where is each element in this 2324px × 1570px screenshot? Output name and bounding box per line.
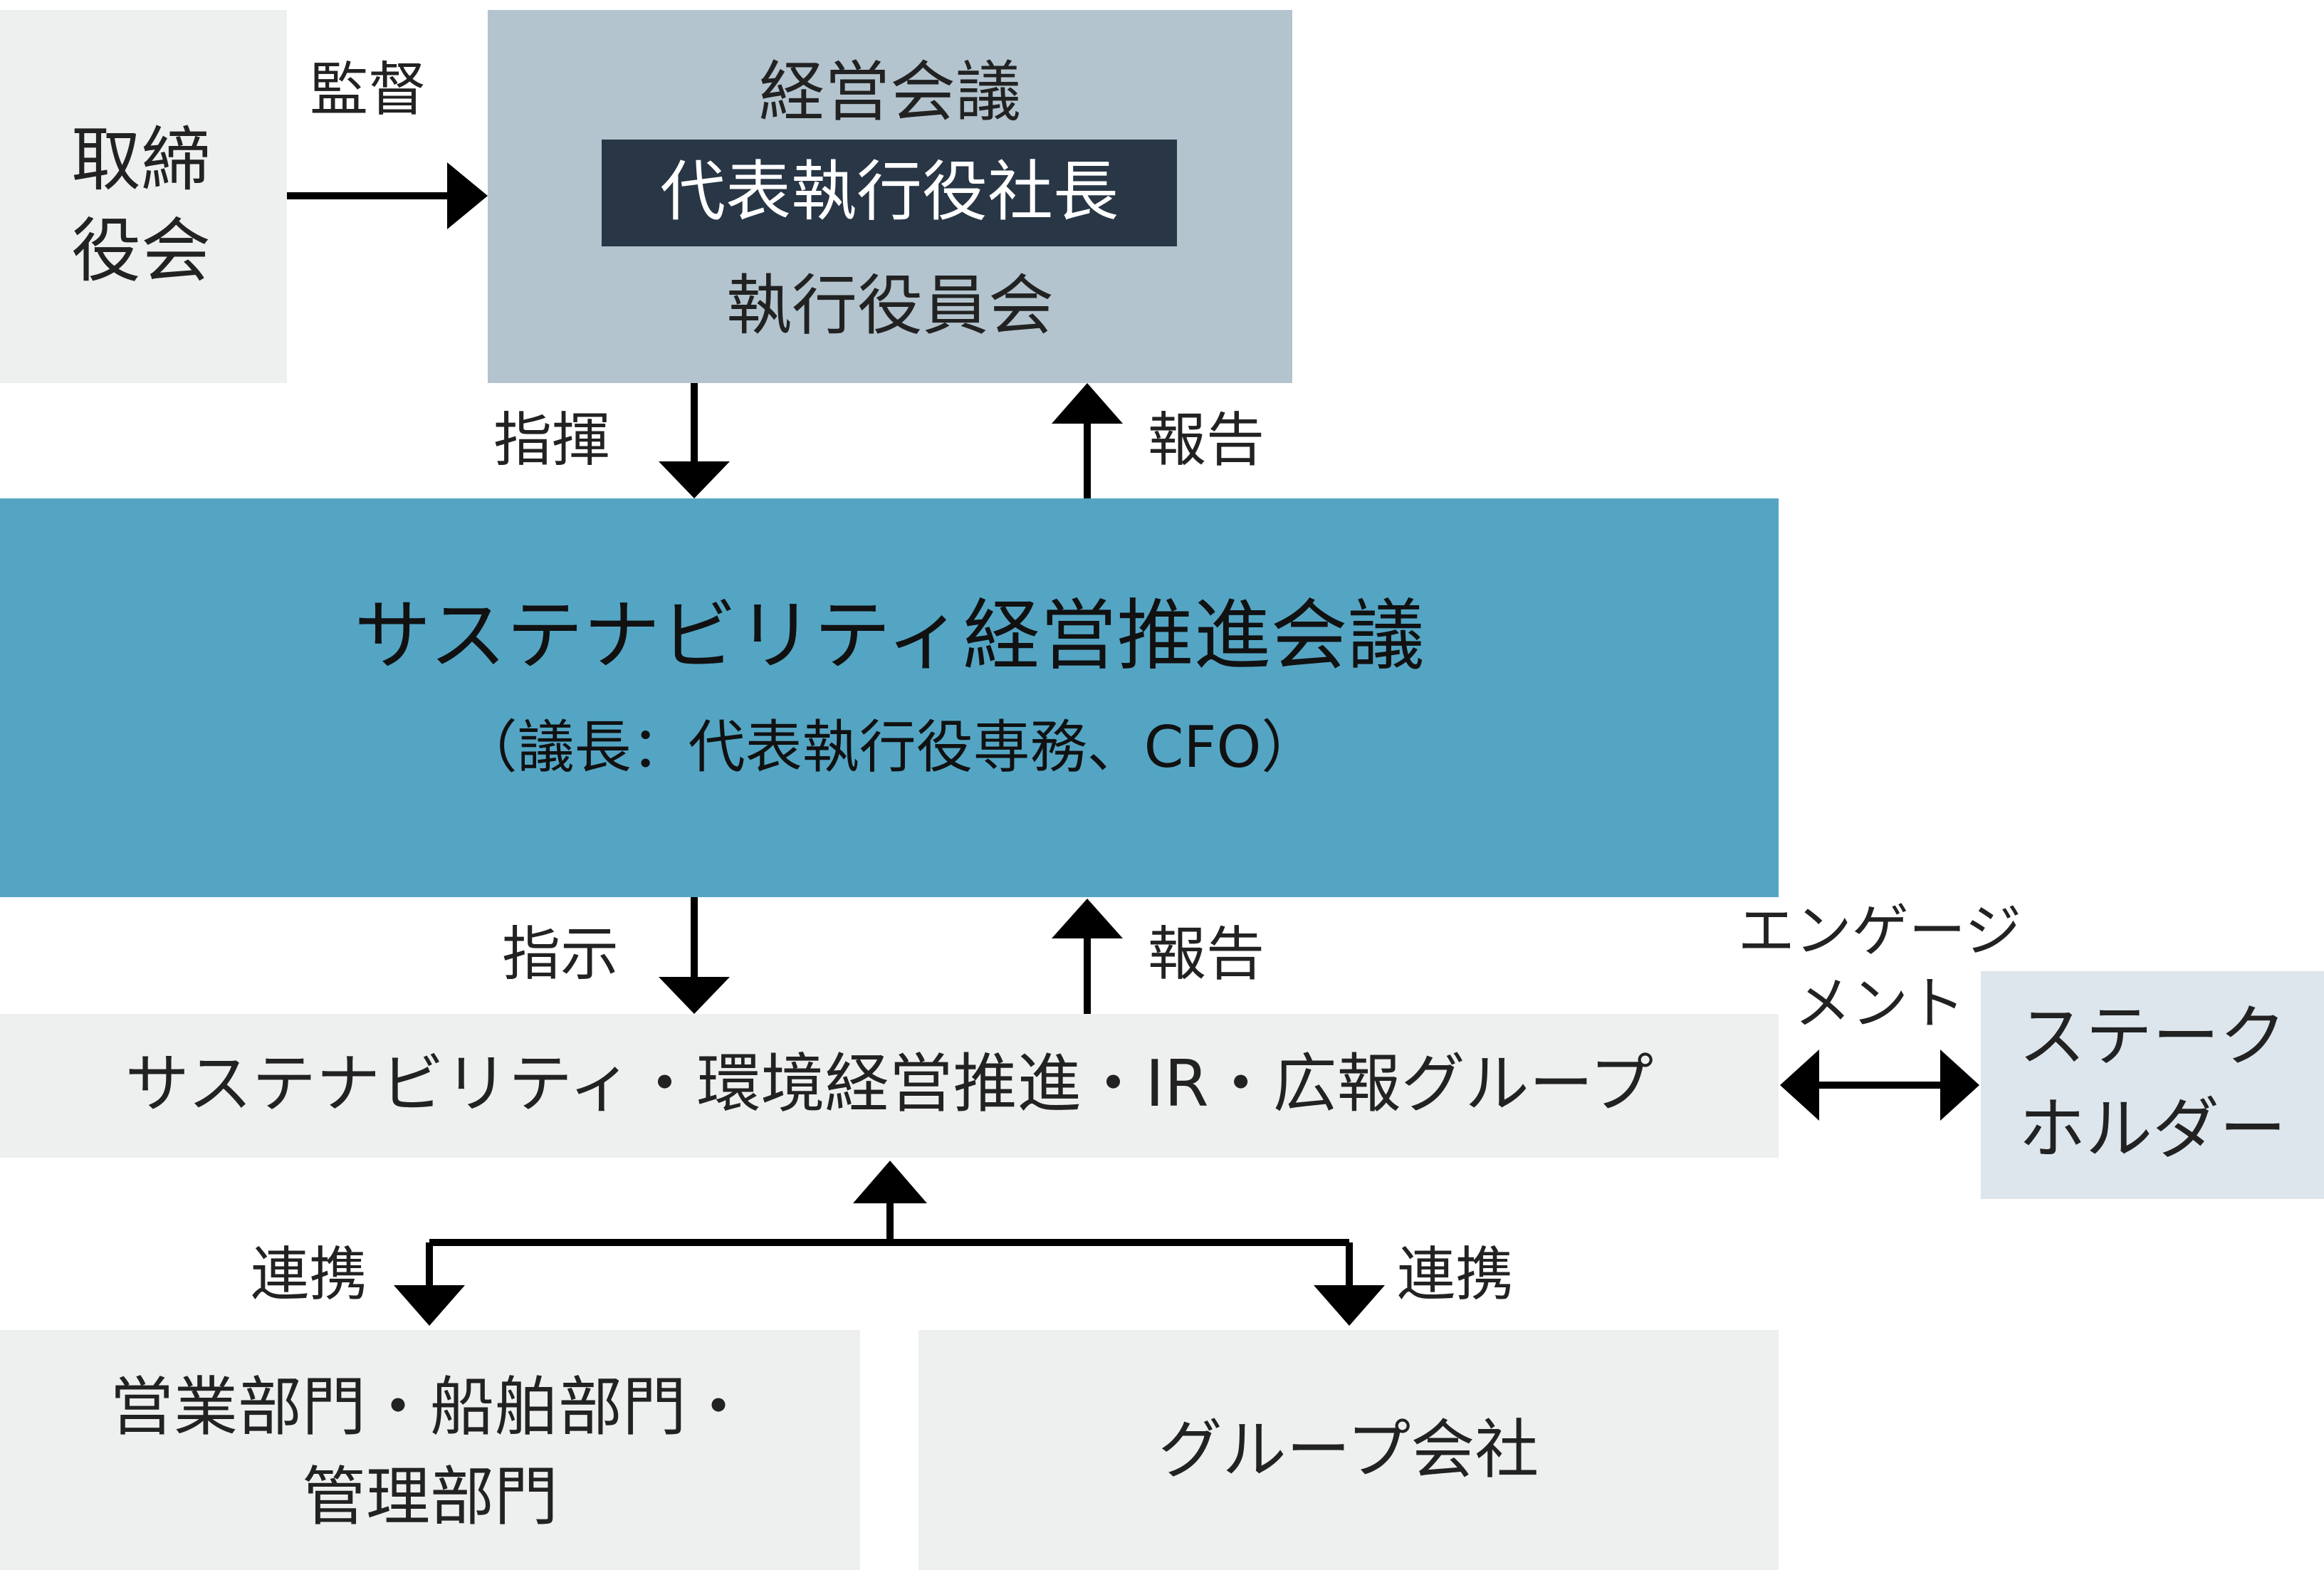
report-label-upper: 報告 <box>1148 407 1265 474</box>
sustainability-council-chair: （議長：代表執行役専務、CFO） <box>460 714 1319 780</box>
president-label: 代表執行役社長 <box>659 154 1119 230</box>
command-label: 指揮 <box>493 407 611 474</box>
stakeholders-box: ステーク ホルダー <box>1981 971 2324 1199</box>
departments-line2: 管理部門 <box>302 1460 558 1534</box>
promotion-group-box: サステナビリティ・環境経営推進・IR・広報グループ <box>0 1014 1779 1158</box>
board-of-directors-line2: 役会 <box>71 211 211 292</box>
stakeholders-line2: ホルダー <box>2018 1091 2286 1168</box>
management-council-box: 経営会議 代表執行役社長 執行役員会 <box>488 10 1292 383</box>
report-arrowhead-upper <box>1052 383 1123 424</box>
cooperation-label-left: 連携 <box>251 1241 368 1309</box>
board-of-directors-line1: 取締 <box>71 120 211 201</box>
engagement-arrowhead-left <box>1780 1050 1819 1121</box>
president-box: 代表執行役社長 <box>602 140 1177 246</box>
instruct-arrowhead <box>659 977 730 1014</box>
engagement-label-line2: メント <box>1794 970 1965 1037</box>
promotion-group-label: サステナビリティ・環境経営推進・IR・広報グループ <box>125 1047 1654 1121</box>
report-label-middle: 報告 <box>1148 921 1265 988</box>
sustainability-council-box: サステナビリティ経営推進会議 （議長：代表執行役専務、CFO） <box>0 498 1779 897</box>
cooperation-label-right: 連携 <box>1397 1241 1514 1309</box>
sustainability-council-title: サステナビリティ経営推進会議 <box>354 592 1425 681</box>
group-companies-box: グループ会社 <box>918 1330 1779 1570</box>
instruct-label: 指示 <box>502 921 619 988</box>
departments-box: 営業部門・船舶部門・ 管理部門 <box>0 1330 860 1570</box>
supervise-arrowhead <box>447 162 488 229</box>
executive-committee-label: 執行役員会 <box>726 268 1054 344</box>
cooperation-right-arrowhead <box>1314 1285 1385 1326</box>
stakeholders-line1: ステーク <box>2018 998 2286 1076</box>
supervise-label: 監督 <box>310 56 427 124</box>
cooperation-left-arrowhead <box>394 1285 465 1326</box>
engagement-arrowhead-right <box>1940 1050 1979 1121</box>
departments-line1: 営業部門・船舶部門・ <box>110 1370 750 1445</box>
command-arrowhead <box>659 461 730 498</box>
management-council-title: 経営会議 <box>758 54 1021 130</box>
report-arrowhead-middle <box>1052 899 1123 938</box>
group-companies-label: グループ会社 <box>1158 1413 1539 1487</box>
cooperation-up-arrowhead <box>853 1161 927 1203</box>
board-of-directors-box: 取締 役会 <box>0 10 287 383</box>
engagement-label-line1: エンゲージ <box>1737 898 2022 964</box>
